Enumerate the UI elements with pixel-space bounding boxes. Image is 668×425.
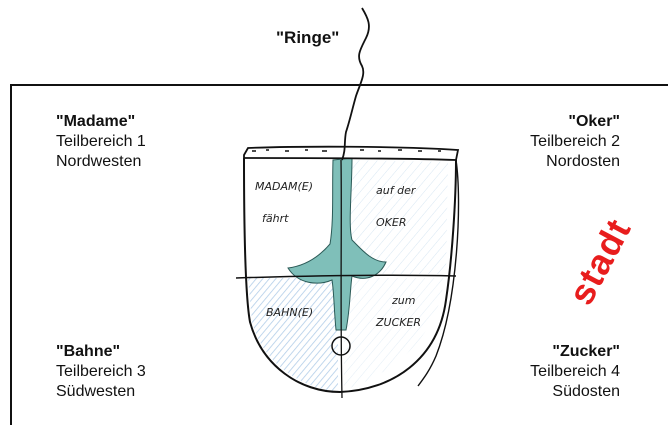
sketch-nw-b: fährt	[262, 212, 289, 225]
sw-shaded-area	[248, 278, 338, 392]
sketch-ne-a: auf der	[376, 184, 417, 197]
ringe-line	[342, 8, 369, 160]
sketch-sw: BAHN(E)	[266, 306, 313, 319]
sketch-se-b: ZUCKER	[375, 316, 421, 329]
sketch-nw-a: MADAM(E)	[255, 180, 313, 193]
sketch-ne-b: OKER	[376, 216, 406, 229]
sketch-se-a: zum	[391, 294, 415, 307]
lid-dashes	[252, 150, 441, 151]
lid-outline	[244, 147, 458, 160]
